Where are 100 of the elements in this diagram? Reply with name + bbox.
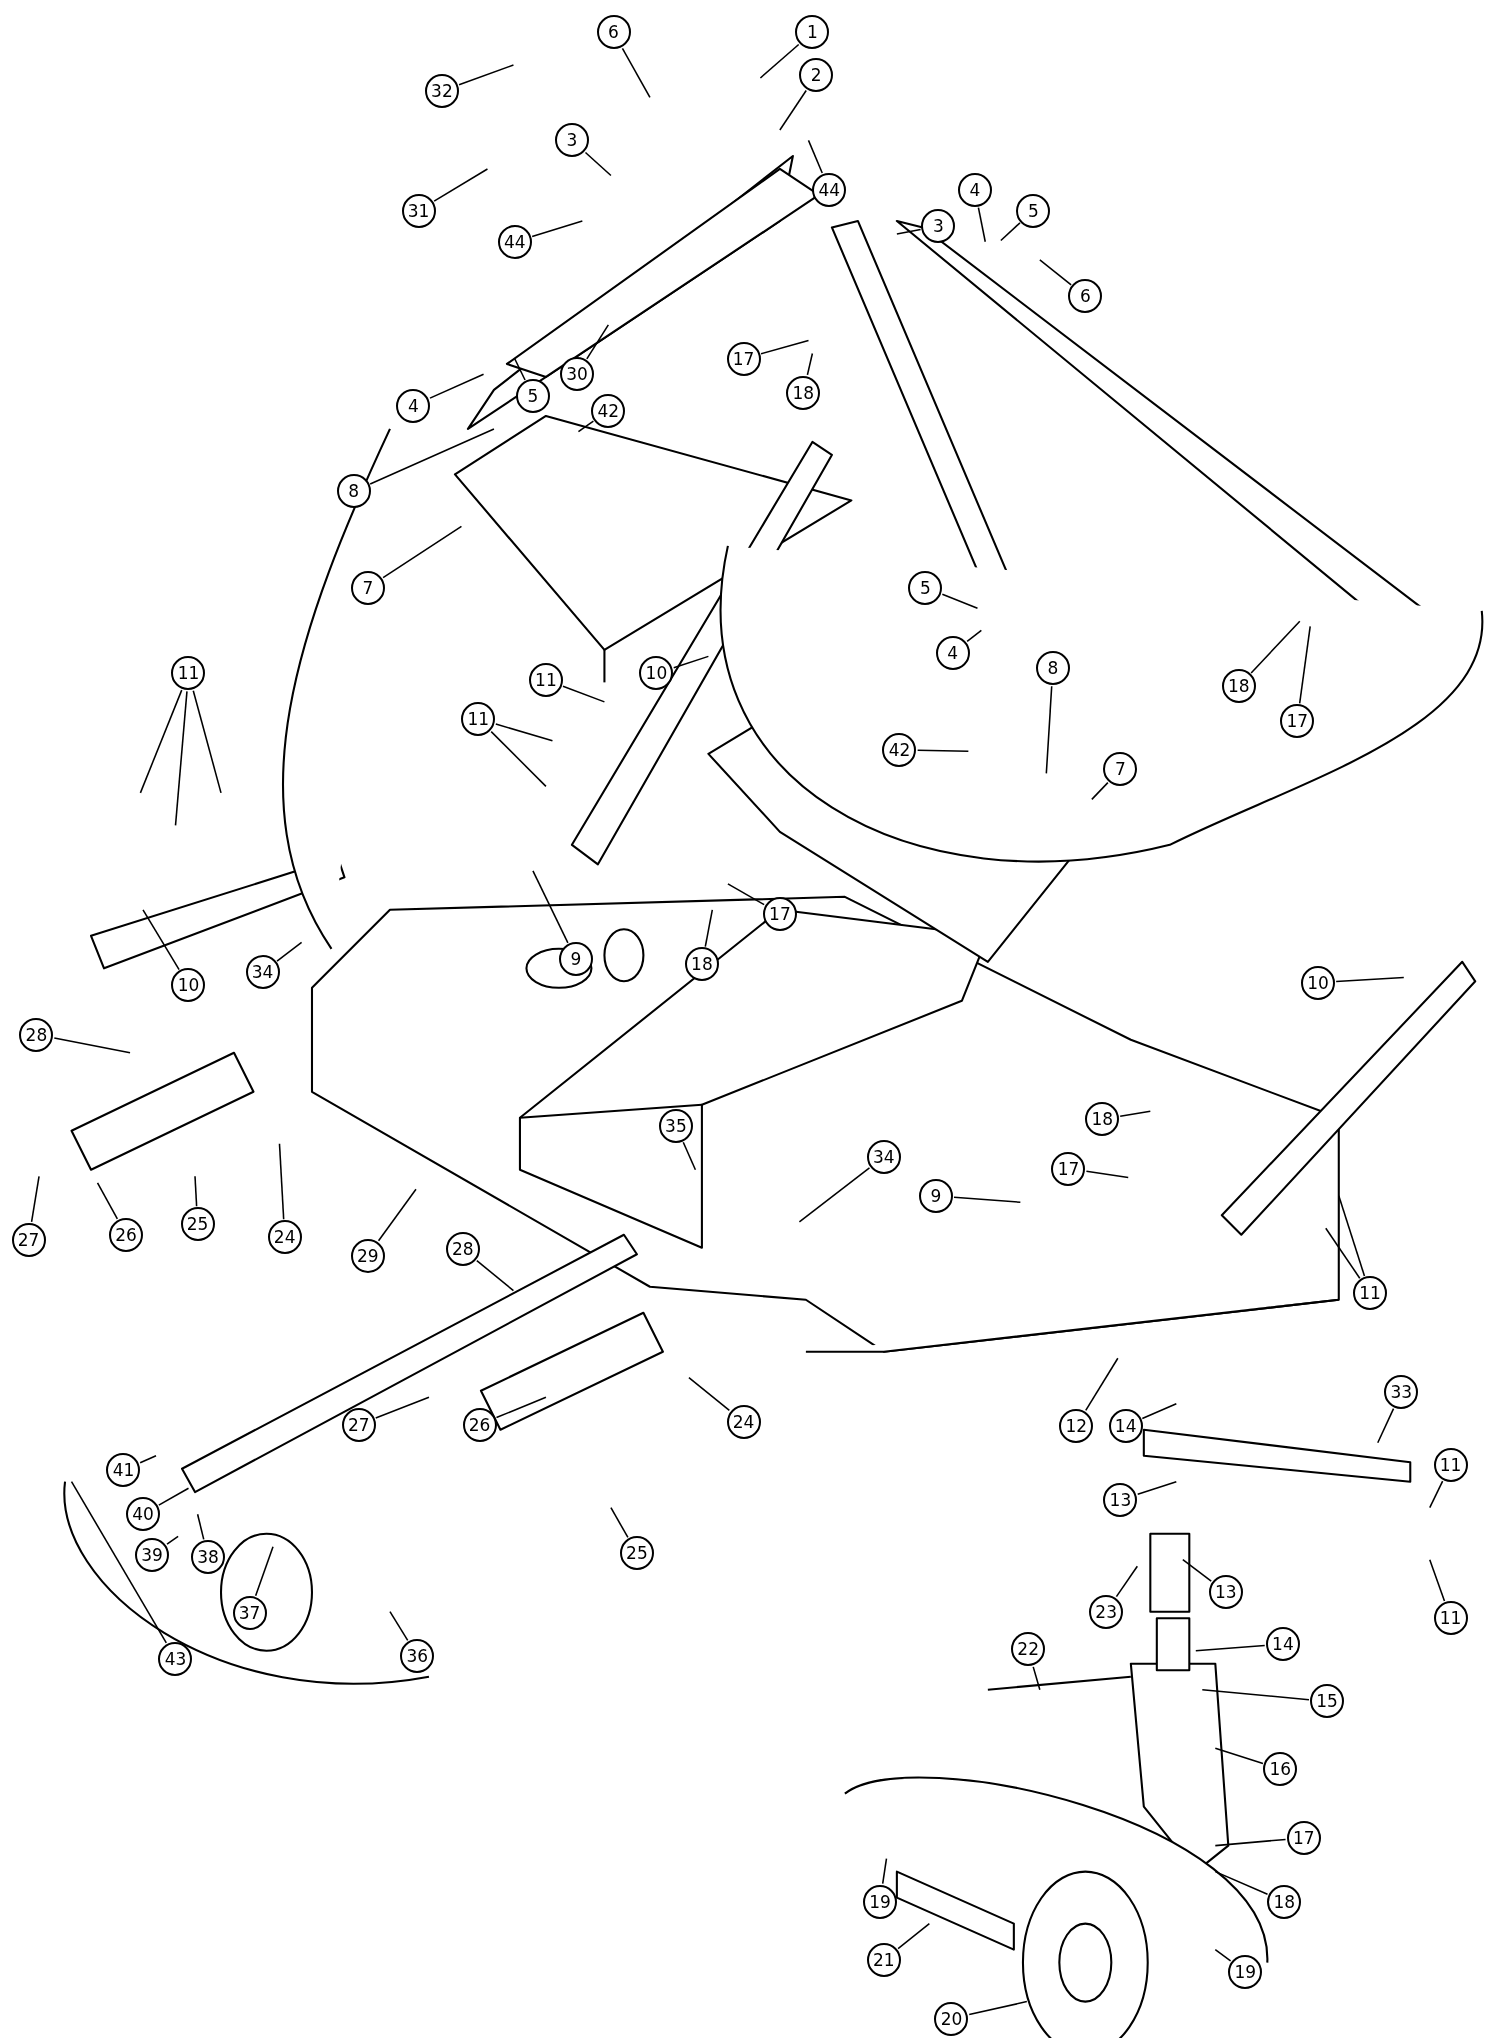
callout-number: 12	[1059, 1408, 1094, 1443]
leader-line	[1045, 685, 1053, 775]
leader-line	[1338, 1195, 1366, 1277]
callout-number: 24	[726, 1405, 761, 1439]
leader-line	[881, 1857, 888, 1885]
leader-line	[897, 1922, 931, 1950]
callout-number: 13	[1103, 1483, 1138, 1517]
leader-line	[53, 1037, 131, 1054]
leader-line	[1141, 1402, 1178, 1420]
callout-number: 36	[400, 1638, 435, 1673]
leader-line	[254, 1545, 274, 1597]
callout-number: 11	[528, 662, 563, 697]
callout-number: 33	[1384, 1375, 1419, 1410]
callout-number: 26	[109, 1217, 144, 1252]
callout-number: 1	[795, 15, 830, 50]
callout-number: 27	[341, 1407, 376, 1442]
leader-line	[389, 1610, 409, 1642]
leader-line	[369, 428, 495, 485]
callout-number: 17	[1286, 1820, 1321, 1855]
leader-line	[1000, 222, 1021, 242]
leader-line	[532, 870, 569, 944]
leader-line	[682, 1141, 697, 1171]
leader-line	[139, 689, 183, 794]
callout-number: 5	[1016, 193, 1051, 228]
leader-line	[896, 228, 922, 235]
callout-number: 44	[497, 224, 532, 259]
leader-line	[1039, 259, 1072, 286]
leader-line	[495, 1396, 547, 1419]
leader-line	[476, 1259, 515, 1292]
leader-line	[727, 883, 765, 906]
leader-line	[377, 1188, 417, 1242]
leader-line	[196, 1513, 205, 1541]
leader-line	[1429, 1480, 1444, 1509]
leader-line	[1325, 1227, 1361, 1279]
leader-line	[977, 206, 987, 243]
callout-number: 26	[462, 1407, 497, 1442]
leader-line	[1214, 1838, 1287, 1847]
callout-number: 34	[245, 955, 280, 990]
leader-line	[1298, 625, 1311, 705]
callout-number: 8	[336, 474, 371, 509]
callout-number: 10	[171, 968, 206, 1003]
callout-number: 14	[1108, 1408, 1143, 1443]
callout-number: 17	[726, 341, 761, 376]
leader-line	[30, 1175, 40, 1223]
callout-number: 4	[957, 172, 992, 207]
leader-line	[1201, 1688, 1310, 1701]
leader-line	[429, 373, 485, 399]
callout-number: 19	[1228, 1954, 1263, 1989]
leader-line	[96, 1182, 119, 1220]
leader-line	[1214, 1870, 1269, 1896]
leader-line	[495, 723, 554, 742]
leader-line	[798, 1167, 871, 1223]
callout-number: 31	[401, 193, 436, 228]
callout-number: 25	[619, 1536, 654, 1571]
leader-line	[1335, 976, 1405, 983]
leader-line	[806, 352, 814, 376]
callout-number: 16	[1263, 1752, 1298, 1787]
callout-number: 18	[786, 375, 821, 410]
callout-number: 11	[1433, 1447, 1468, 1482]
leader-line	[688, 1376, 731, 1412]
leader-line	[807, 139, 823, 174]
leader-line	[916, 749, 970, 753]
callout-number: 24	[267, 1220, 302, 1255]
callout-number: 11	[461, 701, 496, 736]
leader-line	[158, 1487, 190, 1506]
leader-line	[759, 43, 800, 79]
callout-number: 41	[106, 1453, 141, 1488]
callout-number: 44	[812, 172, 847, 207]
leader-line	[584, 151, 612, 177]
callout-number: 42	[591, 393, 626, 428]
callout-number: 21	[866, 1943, 901, 1978]
callout-number: 6	[596, 15, 631, 50]
callout-number: 29	[350, 1238, 385, 1273]
leader-line	[490, 730, 547, 788]
leader-line	[192, 690, 222, 794]
leader-line	[276, 941, 303, 962]
leader-line	[1377, 1407, 1395, 1444]
leader-line	[672, 655, 710, 669]
leader-line	[1182, 1558, 1212, 1582]
callout-number: 32	[424, 74, 459, 108]
callout-number: 4	[396, 388, 431, 423]
leader-line	[704, 909, 714, 948]
leader-line	[458, 64, 515, 86]
callout-number: 43	[158, 1641, 193, 1676]
callout-number: 20	[934, 2001, 969, 2036]
callout-number: 18	[1267, 1884, 1302, 1919]
leader-line	[174, 690, 188, 827]
callout-number: 19	[862, 1884, 897, 1919]
leader-line	[621, 47, 651, 99]
callout-number: 5	[515, 379, 550, 414]
callout-number: 10	[639, 656, 674, 691]
leader-line	[577, 420, 595, 433]
callout-number: 28	[19, 1017, 54, 1052]
leader-line	[513, 357, 526, 381]
leader-line	[194, 1175, 198, 1207]
callout-number: 40	[125, 1497, 160, 1532]
leader-line	[1085, 1170, 1129, 1179]
callout-number: 11	[171, 656, 206, 691]
leader-line	[953, 1196, 1022, 1204]
callout-number: 23	[1089, 1594, 1124, 1629]
